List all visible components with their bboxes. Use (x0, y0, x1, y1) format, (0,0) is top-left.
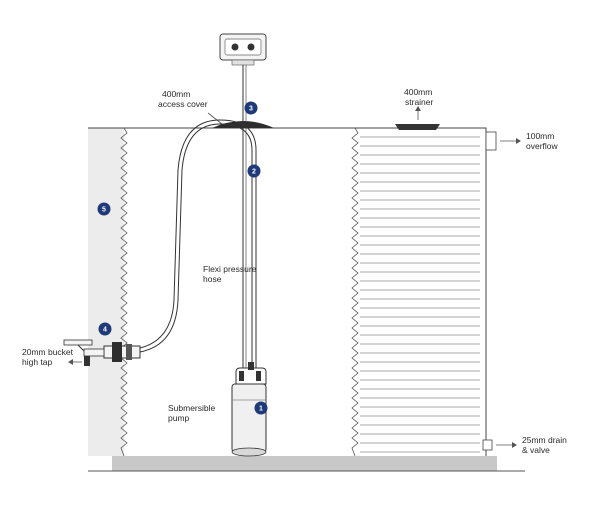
marker-5-label: 5 (102, 207, 106, 214)
strainer-label-line1: 400mm (404, 87, 432, 97)
pressure-controller (219, 33, 267, 66)
bucket-tap-label-line1: 20mm bucket (22, 347, 74, 357)
bucket-tap-label-line2: high tap (22, 357, 53, 367)
marker-1: 1 (254, 401, 268, 415)
hose-label-line2: hose (203, 274, 222, 284)
tank-cut-edge-left (120, 127, 128, 457)
flexi-pressure-hose (139, 123, 253, 372)
corrugated-wall-section (360, 136, 480, 453)
tank-cut-edge-right (351, 127, 359, 457)
access-cover-label-line2: access cover (158, 99, 208, 109)
pump-label-line2: pump (168, 413, 190, 423)
marker-3: 3 (244, 101, 258, 115)
bucket-tap (63, 339, 141, 366)
strainer-label-line2: strainer (405, 97, 434, 107)
drain-valve (482, 439, 493, 451)
hose-label-line1: Flexi pressure (203, 264, 257, 274)
drain-label-line2: & valve (522, 445, 550, 455)
tank-wall-left (88, 128, 124, 456)
strainer-icon (395, 124, 440, 130)
pump-label-line1: Submersible (168, 403, 216, 413)
submersible-pump (231, 362, 267, 457)
overflow-label-line1: 100mm (526, 131, 554, 141)
marker-2-label: 2 (252, 169, 256, 176)
access-cover-label-line1: 400mm (162, 89, 190, 99)
drain-label-line1: 25mm drain (522, 435, 567, 445)
marker-2: 2 (247, 164, 261, 178)
marker-4-label: 4 (103, 327, 107, 334)
marker-4: 4 (98, 322, 112, 336)
access-cover-leader (207, 112, 223, 125)
marker-5: 5 (97, 202, 111, 216)
marker-3-label: 3 (249, 106, 253, 113)
overflow-label-line2: overflow (526, 141, 559, 151)
marker-1-label: 1 (259, 406, 263, 413)
overflow-outlet (485, 131, 497, 151)
ground-slab (112, 456, 497, 471)
